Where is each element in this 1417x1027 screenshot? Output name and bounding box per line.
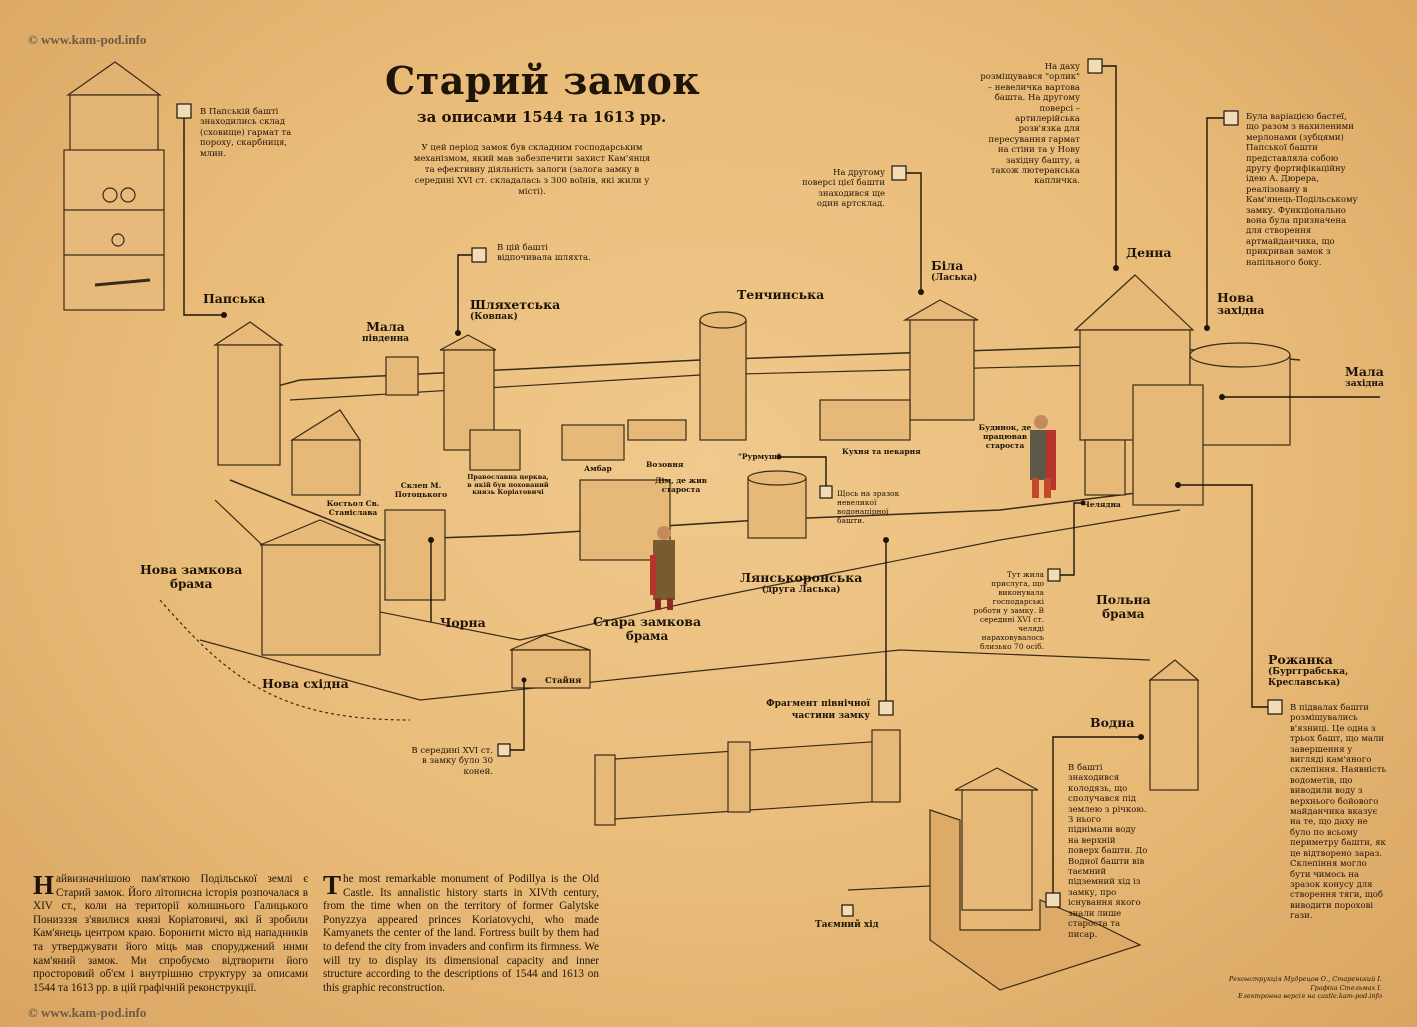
tower-sub: (Ковпак) (470, 312, 518, 322)
tower-sub: (Ласька) (931, 273, 978, 283)
tower-name: Денна (1126, 245, 1172, 260)
building-label-ambar: Амбар (584, 464, 612, 473)
tower-name: Шляхетська (470, 297, 561, 312)
tower-name: Нова східна (262, 676, 349, 691)
building-label-budynok-starosty: Будинок, де працював староста (978, 423, 1032, 450)
note-cheliadna: Тут жила прислуга, що виконувала господа… (973, 570, 1044, 651)
tower-label-nova-skhidna: Нова східна (262, 677, 349, 691)
page-title: Старий замок (385, 58, 701, 103)
building-label-kukhnia: Кухня та пекарня (842, 447, 921, 456)
note-rurmush: Щось на зразок невеликої водонапірної ба… (837, 489, 900, 525)
credit-reconstruction: Реконструкція Мудрецов О., Старенький І. (1228, 975, 1382, 983)
tower-sub: південна (362, 334, 409, 344)
building-label-vozovnia: Возовня (646, 460, 684, 469)
building-label-stainia: Стайня (545, 676, 582, 686)
soldier-figure (650, 415, 1056, 610)
tower-name: Стара замкова (593, 614, 702, 629)
note-shliakhetska: В цій башті відпочивала шляхта. (497, 243, 591, 264)
tower-sub: брама (1102, 607, 1145, 621)
tower-label-papska: Папська (203, 292, 265, 306)
tower-sub: (друга Ласька) (761, 585, 841, 595)
copyright-top[interactable]: © www.kam-pod.info (28, 32, 147, 47)
tower-name: Нова замкова (140, 562, 243, 577)
note-nova-zakhidna: Була варіацією бастеї, що разом з нахиле… (1246, 112, 1358, 268)
building-label-sklep: Склеп М. Потоцького (394, 481, 448, 499)
building-label-cheliadna: Челядна (1083, 500, 1121, 509)
tower-sub: західна (1217, 304, 1265, 317)
credit-graphics: Графіка Стельмах І. (1310, 983, 1382, 992)
building-label-tserkva: Православна церква, в якій був похований… (467, 473, 549, 496)
tower-name: Водна (1090, 715, 1135, 730)
tower-name: Лянськоронська (740, 570, 863, 585)
drop-cap: Н (33, 870, 55, 900)
note-boxes (176, 58, 1283, 917)
building-label-kostol: Костьол Св. Станіслава (326, 499, 380, 517)
tower-label-rozhanka: Рожанка(Бургграбська, Креславська) (1268, 653, 1368, 689)
body-paragraph: he most remarkable monument of Podillya … (323, 873, 599, 994)
tower-name: Таємний хід (815, 920, 879, 930)
tower-label-bila: Біла(Ласька) (931, 259, 977, 284)
tower-label-vodna: Водна (1090, 716, 1134, 730)
note-rozhanka: В підвалах башти розміщувались в'язниці.… (1290, 703, 1387, 922)
note-stainia: В середині XVI ст. в замку було 30 коней… (411, 746, 493, 777)
tower-sub: брама (625, 629, 669, 643)
label-fragment: Фрагмент північної частини замку (766, 699, 870, 721)
note-denna: На даху розміщувався "орлик" – невеличка… (980, 62, 1080, 187)
note-vodna: В башті знаходився колодязь, що сполучав… (1068, 763, 1148, 940)
tower-name: Мала (1345, 364, 1384, 379)
tower-label-lianskoronska: Лянськоронська(друга Ласька) (740, 571, 862, 596)
tower-sub: західна (1345, 379, 1384, 389)
tower-name: Біла (931, 258, 964, 273)
tower-sub: брама (170, 577, 213, 591)
tower-label-tenchynska: Тенчинська (737, 288, 824, 302)
credit-electronic-version: Електронна версія на castle.kam-pod.info (1238, 992, 1382, 1000)
page-subtitle: за описами 1544 та 1613 рр. (417, 108, 667, 126)
tower-label-chorna: Чорна (440, 616, 486, 630)
body-paragraph: айвизначнішою пам'яткою Подільської земл… (33, 873, 308, 994)
label-taiemnyi-khid: Таємний хід (815, 918, 879, 932)
building-label-rurmush: "Рурмуш" (738, 452, 781, 461)
note-bila: На другому поверсі цієї башти знаходився… (801, 168, 885, 210)
drop-cap: T (323, 870, 342, 900)
tower-name: Тенчинська (737, 287, 825, 302)
building-label-dim-starosty: Дім, де жив староста (655, 476, 707, 494)
intro-text: У цей період замок був складним господар… (413, 143, 651, 197)
tower-label-denna: Денна (1126, 246, 1171, 260)
tower-label-shliakhetska: Шляхетська(Ковпак) (470, 298, 560, 323)
tower-name: Мала (366, 319, 405, 334)
tower-name: Чорна (440, 615, 486, 630)
copyright-bottom[interactable]: © www.kam-pod.info (28, 1005, 147, 1020)
tower-name: Папська (203, 291, 266, 306)
tower-sub: (Бургграбська, Креславська) (1268, 667, 1349, 688)
credits: Реконструкція Мудрецов О., Старенький І.… (1229, 975, 1382, 1001)
tower-name: Рожанка (1268, 652, 1333, 667)
tower-name: Польна (1096, 592, 1151, 607)
tower-name: Нова (1217, 290, 1254, 305)
note-papska: В Папській башті знаходились склад (схов… (200, 107, 292, 159)
papska-tower-cutaway (63, 61, 165, 311)
